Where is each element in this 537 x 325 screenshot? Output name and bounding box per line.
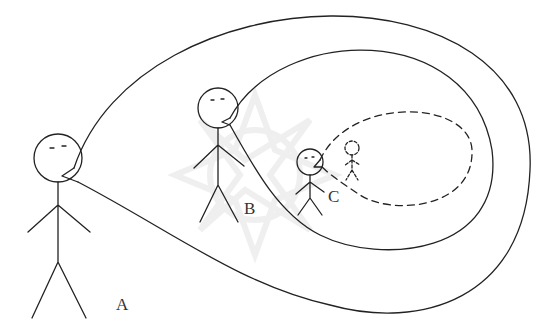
figure-label: C	[328, 188, 339, 205]
outer-loop	[74, 16, 530, 313]
inner-loop	[320, 112, 472, 206]
watermark	[175, 95, 335, 255]
figure-label: B	[244, 200, 255, 217]
stick-figure	[28, 134, 90, 318]
watermark-star	[200, 120, 310, 230]
middle-loop	[230, 50, 493, 250]
figure-label: A	[116, 296, 128, 313]
stick-figure	[194, 88, 244, 222]
watermark-star	[175, 95, 335, 255]
stick-figure	[296, 149, 324, 215]
imagined-figure	[344, 141, 360, 180]
